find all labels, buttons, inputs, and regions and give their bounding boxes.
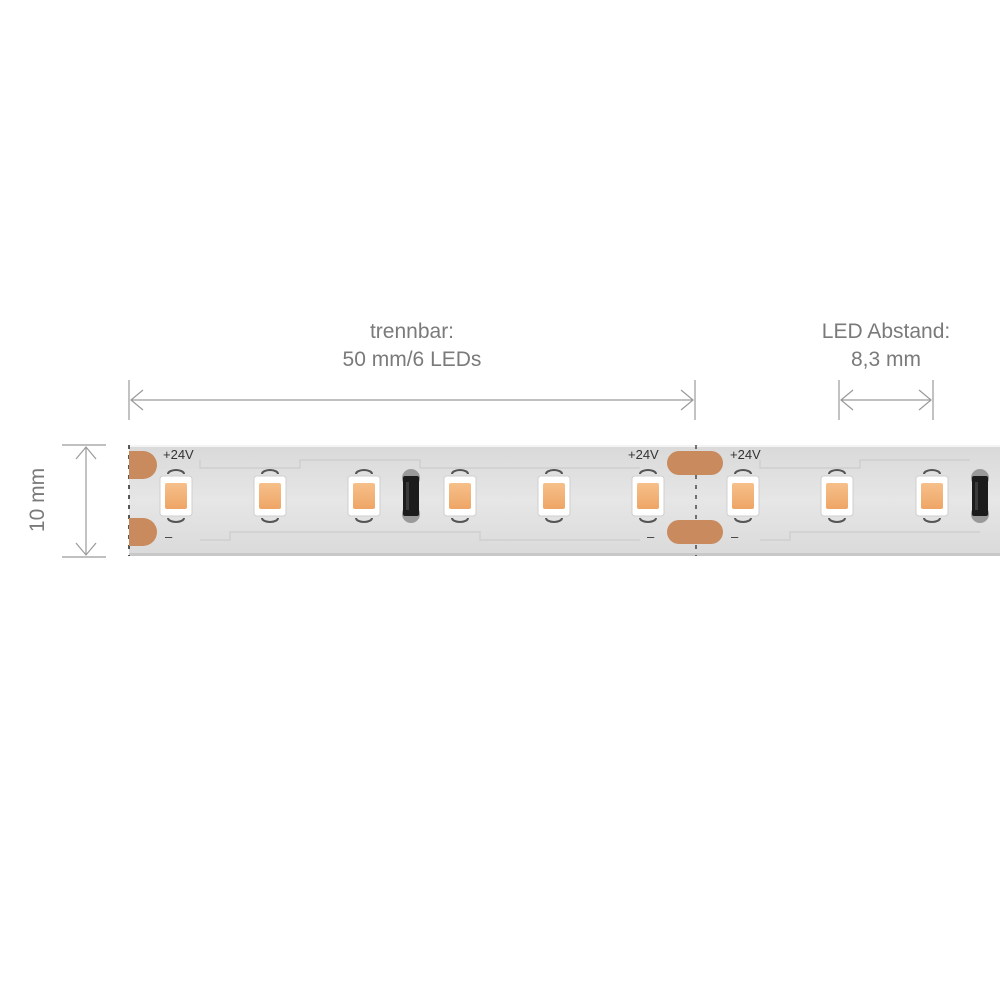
pad-left-plus	[129, 451, 157, 479]
cut-section-label: trennbar: 50 mm/6 LEDs	[262, 318, 562, 374]
leds	[159, 469, 949, 523]
led-8	[820, 469, 854, 523]
led-6	[631, 469, 665, 523]
resistor-1	[402, 469, 420, 523]
cut-section-line1: trennbar:	[369, 320, 455, 343]
cut-section-dimension	[128, 380, 696, 420]
led-spacing-line2: 8,3 mm	[850, 348, 921, 371]
minus-marking-1: –	[165, 529, 173, 544]
plus-marking-3: +24V	[730, 447, 761, 462]
strip-markings: +24V +24V +24V – – –	[163, 447, 761, 544]
strip-width-dimension	[62, 444, 106, 558]
cut-section-line2: 50 mm/6 LEDs	[342, 348, 482, 371]
led-2	[253, 469, 287, 523]
led-5	[537, 469, 571, 523]
led-spacing-label: LED Abstand: 8,3 mm	[786, 318, 986, 374]
minus-marking-3: –	[731, 529, 739, 544]
pad-cut-plus	[667, 451, 723, 475]
pad-cut-minus	[667, 520, 723, 544]
resistor-2	[971, 469, 989, 523]
minus-marking-2: –	[647, 529, 655, 544]
led-3	[347, 469, 381, 523]
led-9	[915, 469, 949, 523]
resistors	[402, 469, 989, 523]
solder-pads	[129, 451, 723, 546]
led-spacing-line1: LED Abstand:	[821, 320, 951, 343]
plus-marking-1: +24V	[163, 447, 194, 462]
led-spacing-dimension	[838, 380, 934, 420]
led-1	[159, 469, 193, 523]
led-4	[443, 469, 477, 523]
plus-marking-2: +24V	[628, 447, 659, 462]
led-7	[726, 469, 760, 523]
pad-left-minus	[129, 518, 157, 546]
